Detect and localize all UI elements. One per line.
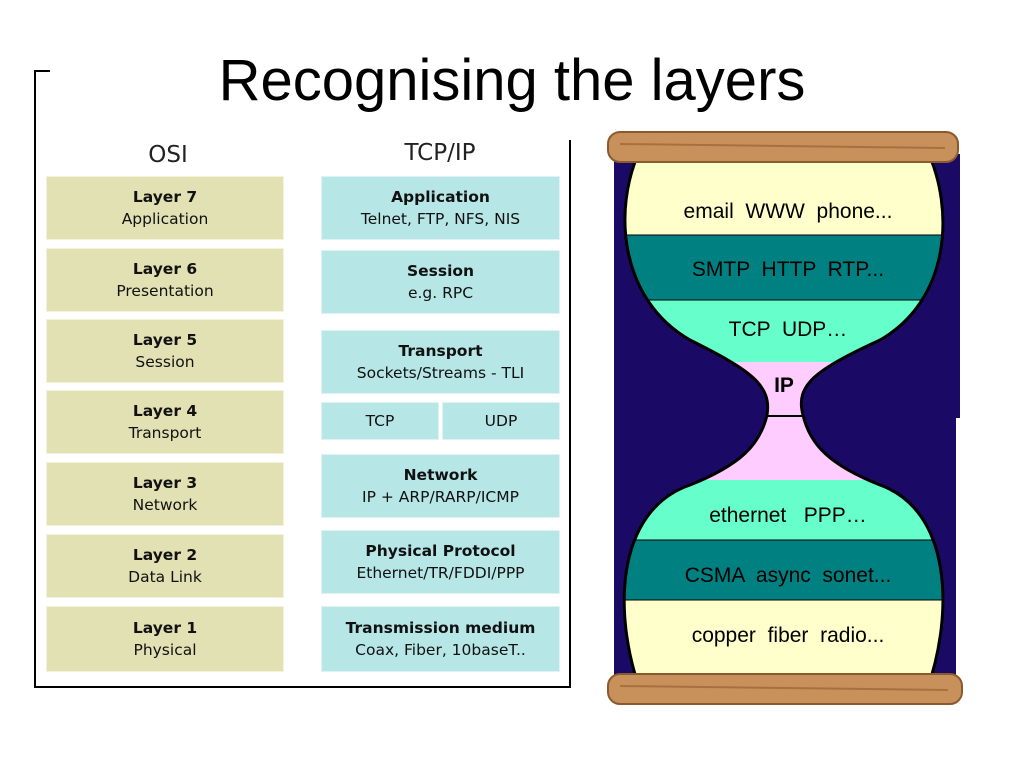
osi-layer-1: Layer 1 Physical [46, 606, 284, 672]
tcpip-medium-name: Transmission medium [345, 619, 536, 637]
tcpip-network-name: Network [403, 466, 478, 484]
osi-layer-6: Layer 6 Presentation [46, 248, 284, 312]
band-apps [624, 150, 943, 235]
frame-top-tick [34, 70, 50, 72]
hourglass-row-transport: TCP UDP… [728, 318, 848, 341]
tcpip-transport: Transport Sockets/Streams - TLI [321, 330, 560, 394]
tcpip-transport-name: Transport [398, 342, 483, 360]
osi-layer-4-desc: Transport [128, 424, 202, 442]
osi-layer-7: Layer 7 Application [46, 176, 284, 240]
tcpip-udp: UDP [442, 402, 560, 440]
hourglass-row-physical: copper fiber radio... [691, 624, 885, 647]
osi-layer-7-name: Layer 7 [132, 188, 198, 206]
osi-layer-4: Layer 4 Transport [46, 390, 284, 454]
tcpip-physical-name: Physical Protocol [365, 542, 516, 560]
slide-title: Recognising the layers [218, 48, 806, 113]
frame-right-line [569, 140, 571, 688]
tcpip-medium: Transmission medium Coax, Fiber, 10baseT… [321, 606, 560, 672]
tcpip-medium-desc: Coax, Fiber, 10baseT.. [355, 641, 526, 659]
osi-header: OSI [148, 142, 188, 168]
tcpip-physical-desc: Ethernet/TR/FDDI/PPP [356, 564, 525, 582]
osi-layer-1-name: Layer 1 [132, 619, 198, 637]
hourglass-row-mac: CSMA async sonet... [684, 564, 892, 587]
tcpip-udp-label: UDP [484, 412, 518, 430]
osi-layer-4-name: Layer 4 [132, 402, 198, 420]
hourglass-row-link: ethernet PPP… [709, 504, 867, 527]
tcpip-tcp-label: TCP [365, 412, 395, 430]
tcpip-tcp: TCP [321, 402, 439, 440]
osi-layer-1-desc: Physical [133, 641, 197, 659]
osi-layer-7-desc: Application [121, 210, 209, 228]
osi-layer-3-desc: Network [132, 496, 198, 514]
osi-layer-6-name: Layer 6 [132, 260, 198, 278]
osi-layer-2-name: Layer 2 [132, 546, 198, 564]
osi-layer-3-name: Layer 3 [132, 474, 198, 492]
tcpip-application-desc: Telnet, FTP, NFS, NIS [360, 210, 521, 228]
tcpip-transport-desc: Sockets/Streams - TLI [356, 364, 525, 382]
osi-layer-5-desc: Session [135, 353, 195, 371]
tcpip-network: Network IP + ARP/RARP/ICMP [321, 454, 560, 518]
osi-layer-3: Layer 3 Network [46, 462, 284, 526]
osi-layer-5-name: Layer 5 [132, 331, 198, 349]
osi-layer-5: Layer 5 Session [46, 319, 284, 383]
tcpip-header: TCP/IP [404, 140, 476, 166]
band-app-protocols [624, 235, 943, 300]
osi-layer-2-desc: Data Link [128, 568, 202, 586]
osi-layer-6-desc: Presentation [116, 282, 214, 300]
bottom-wood-grain [619, 685, 949, 691]
frame-bottom-line [34, 686, 571, 688]
tcpip-network-desc: IP + ARP/RARP/ICMP [362, 488, 519, 506]
hourglass-row-ip: IP [774, 374, 794, 397]
frame-left-line [34, 70, 36, 688]
band-mac [624, 540, 943, 600]
tcpip-physical: Physical Protocol Ethernet/TR/FDDI/PPP [321, 530, 560, 594]
top-wood-grain [619, 143, 946, 149]
osi-layer-2: Layer 2 Data Link [46, 534, 284, 598]
tcpip-application: Application Telnet, FTP, NFS, NIS [321, 176, 560, 240]
hourglass-row-app-protocols: SMTP HTTP RTP... [691, 258, 885, 281]
tcpip-session-desc: e.g. RPC [407, 284, 474, 302]
tcpip-application-name: Application [391, 188, 490, 206]
tcpip-session: Session e.g. RPC [321, 250, 560, 314]
tcpip-session-name: Session [406, 262, 475, 280]
hourglass-row-apps: email WWW phone... [683, 200, 893, 223]
